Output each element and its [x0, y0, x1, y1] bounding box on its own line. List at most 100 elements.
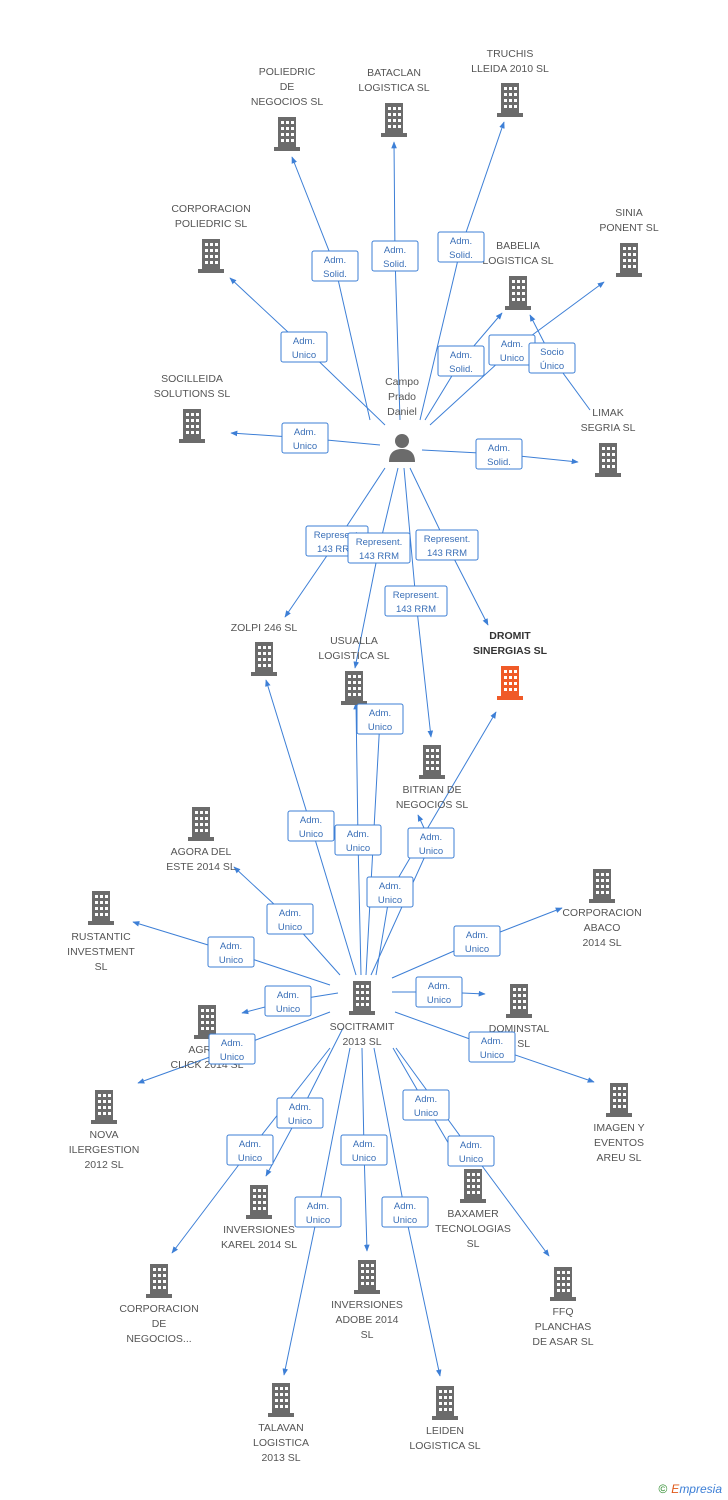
node-label: BABELIA: [496, 240, 540, 252]
edge-label-text: Unico: [352, 1153, 376, 1164]
node-label: LIMAK: [592, 407, 624, 419]
edge-label[interactable]: Adm.Unico: [264, 985, 312, 1017]
building-icon: [506, 984, 532, 1018]
node-label: SINIA: [615, 207, 642, 219]
edge-label[interactable]: Represent.143 RRM: [415, 529, 479, 561]
edge-label-box: [371, 240, 419, 272]
building-icon: [595, 443, 621, 477]
building-icon: [251, 642, 277, 676]
edge-label[interactable]: Adm.Unico: [415, 976, 463, 1008]
edge-label[interactable]: Adm.Unico: [488, 334, 536, 366]
edge-label[interactable]: Adm.Unico: [276, 1097, 324, 1129]
edge-label-text: Unico: [299, 829, 323, 840]
edge-label-box: [334, 824, 382, 856]
edge-label-box: [415, 529, 479, 561]
edge-label-box: [475, 438, 523, 470]
edge-label[interactable]: Adm.Solid.: [437, 231, 485, 263]
node-label: Daniel: [387, 406, 417, 418]
edge-label[interactable]: Represent.143 RRM: [347, 532, 411, 564]
node-label: DE: [280, 81, 295, 93]
edge-label[interactable]: Adm.Solid.: [311, 250, 359, 282]
edge-label[interactable]: Adm.Solid.: [371, 240, 419, 272]
edge-label[interactable]: Adm.Unico: [280, 331, 328, 363]
edge-label[interactable]: Adm.Unico: [208, 1033, 256, 1065]
node-label: SOCITRAMIT: [330, 1021, 395, 1033]
edge-label-text: Unico: [220, 1052, 244, 1063]
building-icon: [341, 671, 367, 705]
building-icon: [460, 1169, 486, 1203]
node-corp_negocios[interactable]: CORPORACIONDENEGOCIOS...: [119, 1264, 199, 1345]
edge-label-text: Unico: [459, 1154, 483, 1165]
edge-label-text: Represent.: [356, 537, 402, 548]
building-icon: [274, 117, 300, 151]
building-icon: [497, 83, 523, 117]
edge-label[interactable]: Adm.Unico: [294, 1196, 342, 1228]
edge-label-text: Adm.: [307, 1201, 329, 1212]
edge-label-text: Unico: [378, 895, 402, 906]
node-label: INVERSIONES: [223, 1224, 295, 1236]
edge-label-text: Solid.: [449, 364, 473, 375]
edge-label[interactable]: Adm.Unico: [407, 827, 455, 859]
building-icon: [188, 807, 214, 841]
edge-label-text: Unico: [500, 353, 524, 364]
node-label: TALAVAN: [258, 1422, 304, 1434]
edge-label-box: [453, 925, 501, 957]
building-icon: [268, 1383, 294, 1417]
building-icon: [349, 981, 375, 1015]
edge-label[interactable]: Adm.Unico: [226, 1134, 274, 1166]
edge-label[interactable]: Adm.Unico: [356, 703, 404, 735]
edge-label[interactable]: Adm.Unico: [381, 1196, 429, 1228]
edge-label[interactable]: Represent.143 RRM: [384, 585, 448, 617]
edge-label-text: Adm.: [279, 908, 301, 919]
edge-label[interactable]: Adm. Unico: [447, 1135, 495, 1167]
node-label: POLIEDRIC SL: [175, 218, 248, 230]
edge-label-box: [207, 936, 255, 968]
edge-label-box: [340, 1134, 388, 1166]
edge-label[interactable]: Adm.Unico: [340, 1134, 388, 1166]
building-icon: [91, 1090, 117, 1124]
node-zolpi[interactable]: ZOLPI 246 SL: [231, 622, 298, 676]
edge-label[interactable]: Adm.Unico: [334, 824, 382, 856]
edge-label-text: Unico: [480, 1050, 504, 1061]
edge-label[interactable]: Adm.Unico: [281, 422, 329, 454]
edge-label[interactable]: Adm.Unico: [366, 876, 414, 908]
edge-label-text: Adm.: [460, 1140, 482, 1151]
edge-label[interactable]: Adm.Solid.: [437, 345, 485, 377]
edge-label[interactable]: Adm.Unico: [207, 936, 255, 968]
edge-label[interactable]: Adm.Unico: [402, 1089, 450, 1121]
edge-label[interactable]: Adm.Unico: [287, 810, 335, 842]
edge-label[interactable]: Adm.Unico: [266, 903, 314, 935]
node-label: NEGOCIOS...: [126, 1333, 191, 1345]
node-label: ABACO: [584, 922, 621, 934]
brand-initial: E: [671, 1482, 680, 1496]
edge-label[interactable]: Adm.Unico: [468, 1031, 516, 1063]
edge-label-text: Adm.: [347, 829, 369, 840]
edge-label[interactable]: Adm.Solid.: [475, 438, 523, 470]
edge-label[interactable]: Adm.Unico: [453, 925, 501, 957]
